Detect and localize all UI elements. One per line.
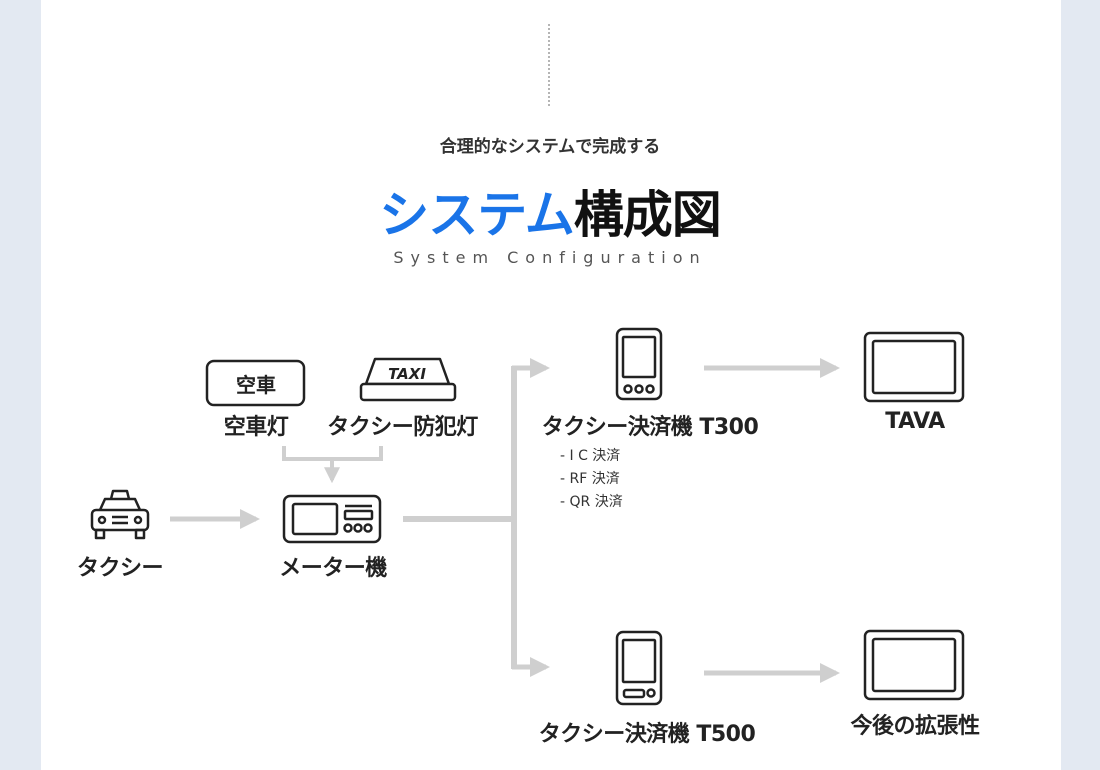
taxi-sign-text: TAXI bbox=[388, 365, 426, 383]
node-label-t500: タクシー決済機 T500 bbox=[538, 722, 756, 747]
t300-feature-ic: - I C 決済 bbox=[560, 448, 621, 464]
t300-feature-qr: - QR 決済 bbox=[560, 494, 623, 510]
node-label-vacant-light: 空車灯 bbox=[223, 415, 289, 440]
vacant-sign-icon: 空車 bbox=[205, 359, 306, 407]
signs-merge-connector bbox=[282, 446, 383, 461]
connectors bbox=[170, 358, 840, 683]
node-label-meter: メーター機 bbox=[279, 556, 387, 581]
node-label-tava: TAVA bbox=[885, 409, 945, 434]
terminal-t300-icon bbox=[615, 327, 663, 401]
tablet-future-icon bbox=[863, 629, 965, 701]
title-rest: 構成図 bbox=[573, 186, 722, 244]
dotted-divider bbox=[548, 24, 550, 106]
node-label-taxi-roof-light: タクシー防犯灯 bbox=[327, 415, 478, 440]
tagline: 合理的なシステムで完成する bbox=[439, 137, 661, 157]
node-label-t300: タクシー決済機 T300 bbox=[541, 415, 759, 440]
tablet-tava-icon bbox=[863, 331, 965, 403]
title-accent: システム bbox=[379, 186, 574, 244]
terminal-t500-icon bbox=[615, 630, 663, 706]
t300-feature-rf: - RF 決済 bbox=[560, 471, 620, 487]
taxi-car-icon bbox=[90, 489, 150, 540]
taxi-sign-icon: TAXI bbox=[359, 357, 457, 402]
vacant-sign-text: 空車 bbox=[236, 373, 276, 397]
node-label-future: 今後の拡張性 bbox=[850, 714, 980, 739]
t300-feature-list: - I C 決済 - RF 決済 - QR 決済 bbox=[560, 445, 623, 514]
page-title: システム構成図 bbox=[0, 180, 1100, 250]
node-label-taxi: タクシー bbox=[76, 556, 164, 581]
title-english: System Configuration bbox=[393, 248, 707, 267]
meter-device-icon bbox=[282, 494, 382, 544]
